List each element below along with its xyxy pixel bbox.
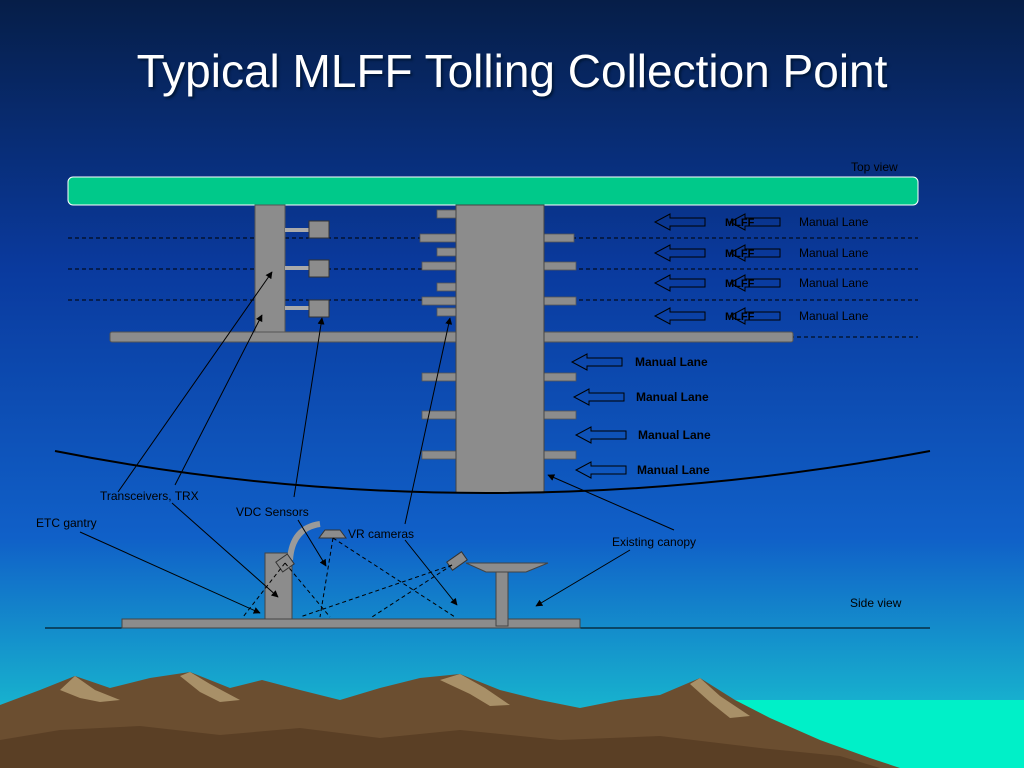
- mlff-tag: MLFF: [725, 311, 755, 323]
- callout-vr-cameras: VR cameras: [348, 527, 414, 541]
- manual-lane-label: Manual Lane: [636, 390, 709, 404]
- mlff-lane-3: MLFF Manual Lane: [653, 274, 869, 292]
- view-separator-curve: [54, 450, 931, 494]
- mlff-tag: MLFF: [725, 248, 755, 260]
- lane-dividers: [68, 237, 918, 338]
- mlff-lane-label: Manual Lane: [799, 309, 869, 323]
- manual-lane-1: Manual Lane: [570, 353, 708, 371]
- callout-lines: [79, 271, 675, 614]
- mlff-lane-label: Manual Lane: [799, 215, 869, 229]
- mlff-tag: MLFF: [725, 278, 755, 290]
- manual-lane-label: Manual Lane: [635, 355, 708, 369]
- mlff-lane-label: Manual Lane: [799, 276, 869, 290]
- road-slab: [121, 618, 581, 629]
- callout-etc-gantry: ETC gantry: [36, 516, 97, 530]
- manual-lane-label: Manual Lane: [637, 463, 710, 477]
- mlff-lane-2: MLFF Manual Lane: [653, 244, 869, 262]
- side-view-label: Side view: [850, 596, 902, 610]
- vdc-sensor-head: [318, 529, 347, 539]
- canopy-beam: [109, 331, 794, 343]
- gantry-arm-side: [287, 521, 321, 561]
- toll-plaza: [419, 204, 577, 494]
- canopy-column-side: [495, 571, 509, 627]
- etc-gantry-bar: [67, 176, 919, 206]
- mountain-range: [0, 672, 900, 768]
- sensor-post: [254, 204, 330, 334]
- manual-lane-label: Manual Lane: [638, 428, 711, 442]
- mlff-tag: MLFF: [725, 217, 755, 229]
- mlff-lane-label: Manual Lane: [799, 246, 869, 260]
- top-view-label: Top view: [851, 160, 898, 174]
- slide-title: Typical MLFF Tolling Collection Point: [136, 45, 888, 97]
- manual-lane-2: Manual Lane: [572, 388, 709, 406]
- callout-existing-canopy: Existing canopy: [612, 535, 696, 549]
- mlff-lane-4: MLFF Manual Lane: [653, 307, 869, 325]
- mlff-lane-1: MLFF Manual Lane: [653, 213, 869, 231]
- manual-lane-4: Manual Lane: [574, 461, 710, 479]
- callout-transceivers: Transceivers, TRX: [100, 489, 199, 503]
- manual-lane-3: Manual Lane: [574, 426, 711, 444]
- callout-vdc-sensors: VDC Sensors: [236, 505, 309, 519]
- canopy-roof-side: [465, 562, 549, 573]
